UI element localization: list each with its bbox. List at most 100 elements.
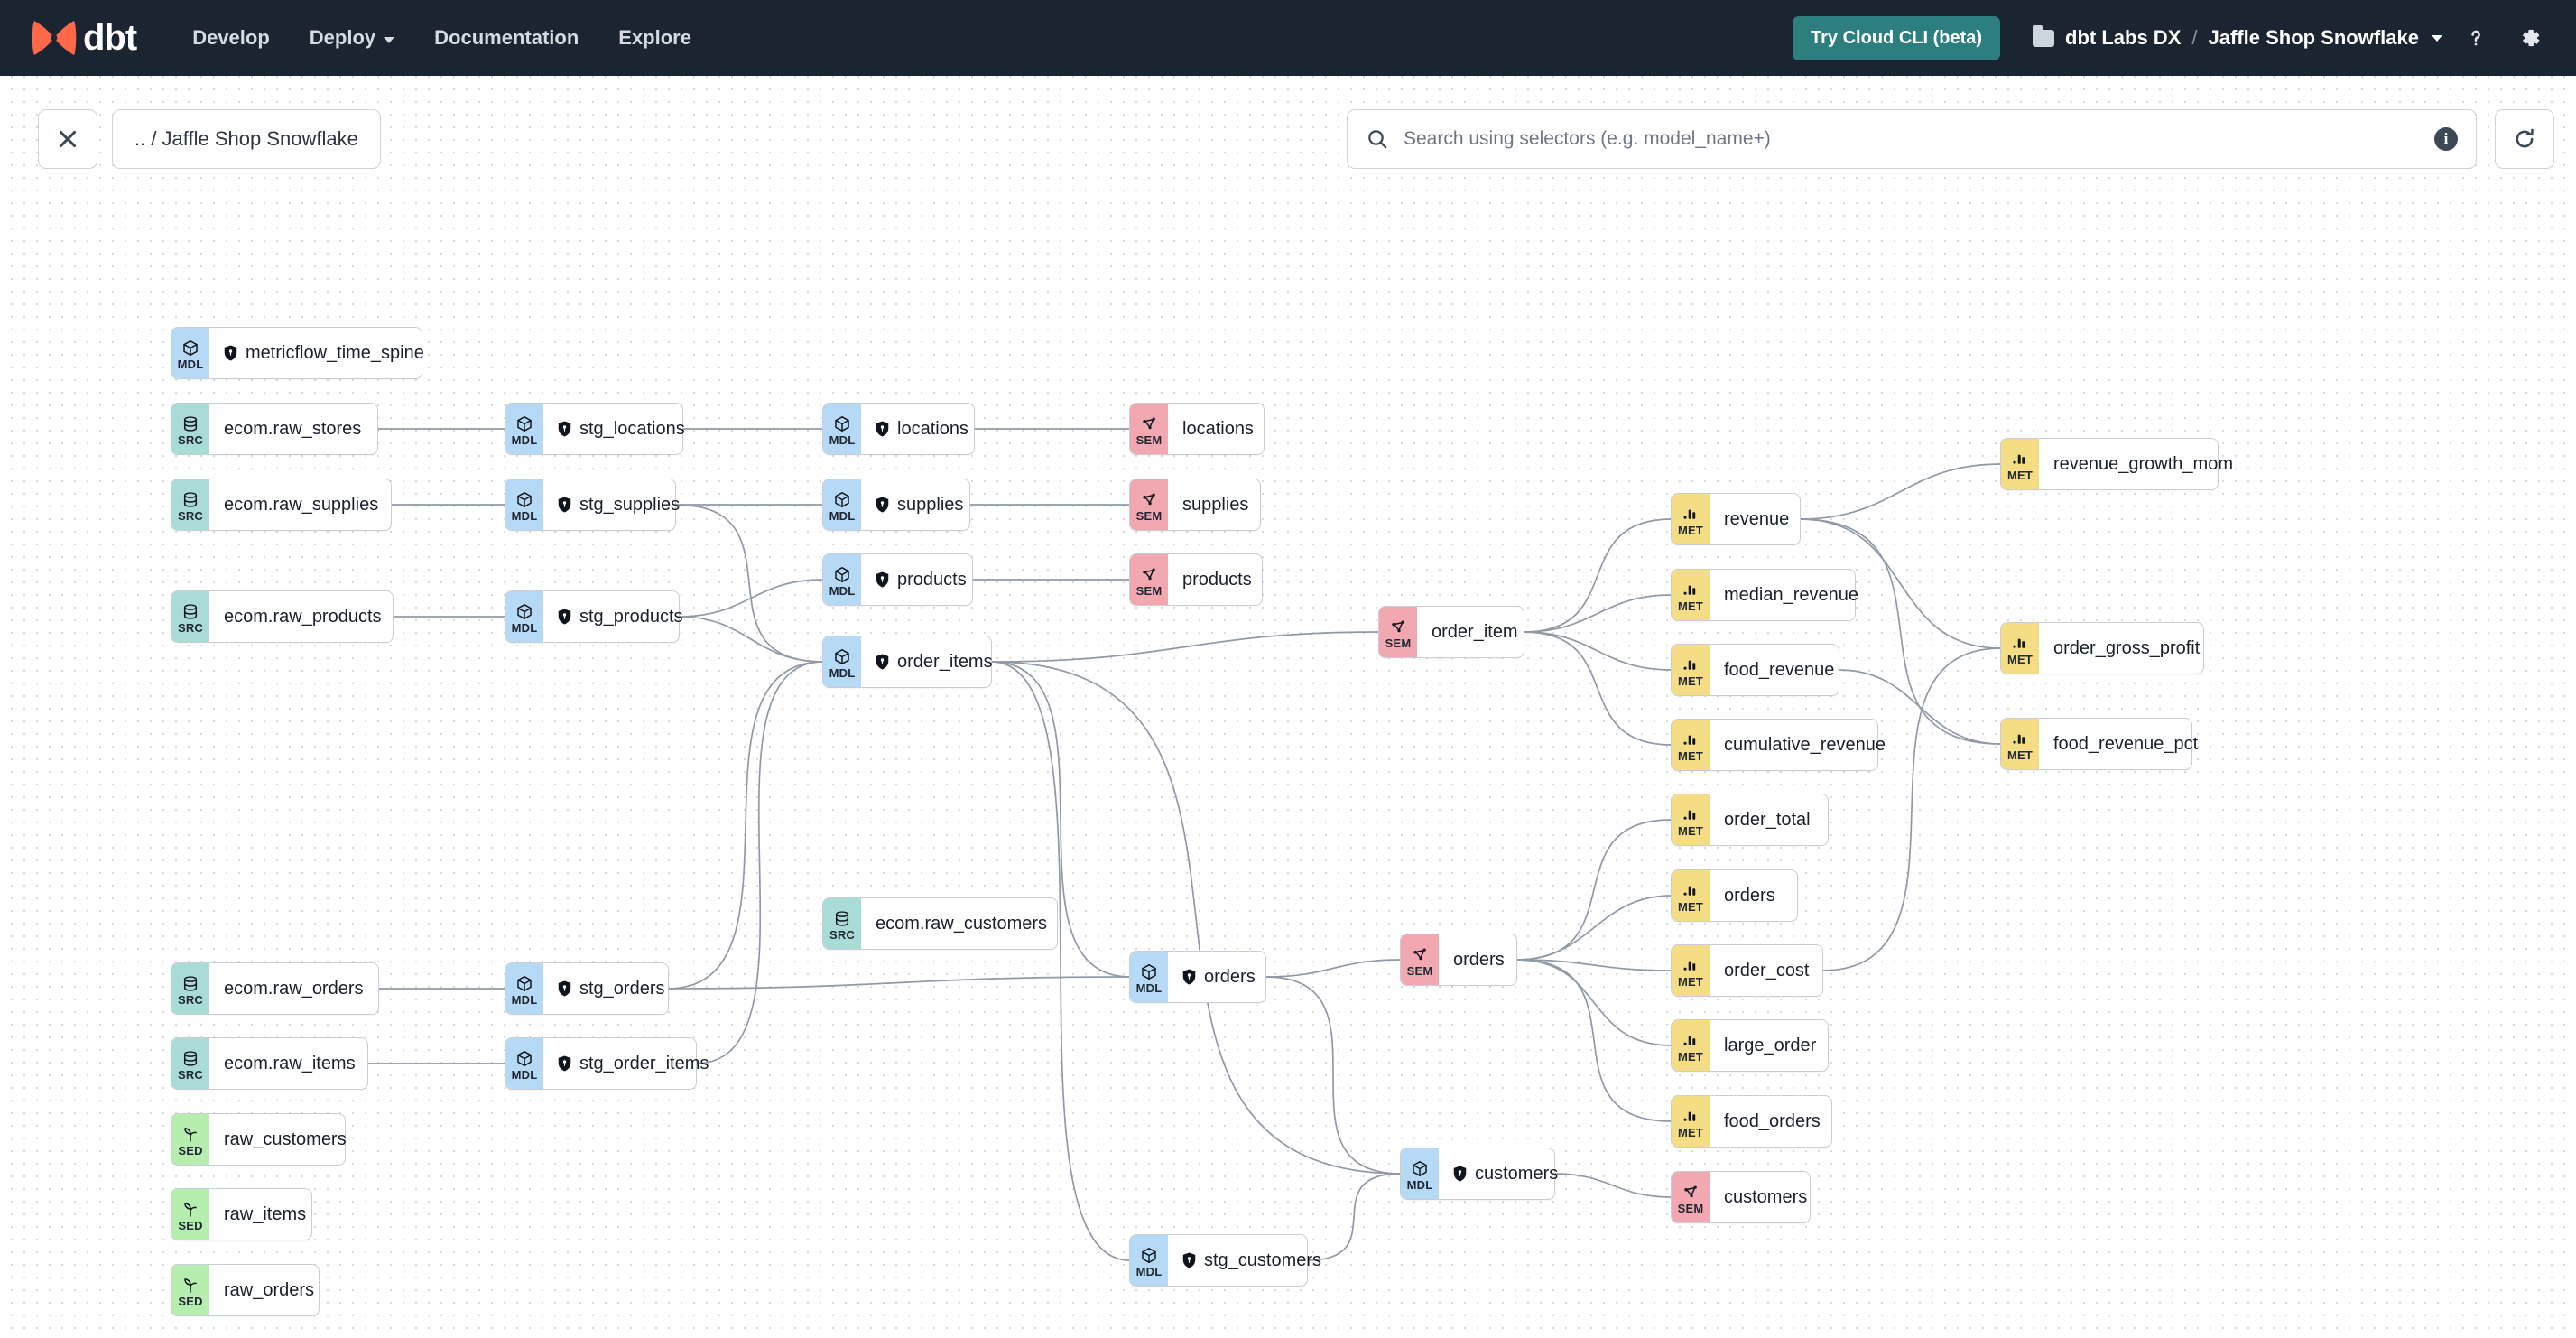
node-type-label: MET — [1677, 1049, 1704, 1064]
question-mark-icon — [2471, 30, 2480, 46]
refresh-button[interactable] — [2495, 109, 2554, 169]
node-type-label: MET — [2006, 652, 2034, 666]
breadcrumb[interactable]: .. / Jaffle Shop Snowflake — [112, 109, 381, 169]
node-type-label: MET — [1677, 1125, 1704, 1139]
bar-chart-icon — [1681, 1031, 1700, 1050]
node-type-label: MET — [1677, 823, 1704, 838]
node-type-label: MET — [1677, 974, 1704, 989]
node-type-label: MDL — [511, 992, 538, 1007]
node-label-wrap: products — [1168, 554, 1268, 605]
top-navigation-bar: dbt Develop Deploy Documentation Explore… — [0, 0, 2576, 76]
search-input[interactable] — [1402, 127, 2434, 151]
cube-icon — [1139, 962, 1159, 981]
graph-node-order_total[interactable]: MET order_total — [1672, 794, 1828, 845]
dbt-logo[interactable]: dbt — [31, 0, 137, 76]
node-label: orders — [1724, 885, 1775, 906]
graph-node-order_cost[interactable]: MET order_cost — [1672, 945, 1822, 996]
edge-revenue-to-revenue_growth_mom — [1799, 463, 2002, 520]
node-label-wrap: stg_orders — [543, 963, 681, 1014]
node-label: order_cost — [1724, 960, 1810, 980]
nav-documentation[interactable]: Documentation — [414, 0, 598, 76]
node-type-badge-met: MET — [1672, 645, 1710, 695]
node-label: customers — [1724, 1186, 1808, 1207]
settings-button[interactable] — [2509, 17, 2551, 59]
try-cloud-cli-button[interactable]: Try Cloud CLI (beta) — [1793, 15, 2001, 60]
node-type-label: MET — [1677, 748, 1704, 763]
edge-revenue-to-food_revenue_pct — [1799, 518, 2002, 745]
cube-icon — [832, 647, 852, 666]
edge-order_items-to-customers_mdl — [990, 661, 1402, 1175]
node-label-wrap: stg_customers — [1168, 1235, 1338, 1286]
cube-icon — [832, 414, 852, 433]
nav-explore[interactable]: Explore — [598, 0, 711, 76]
node-label: stg_customers — [1204, 1250, 1322, 1270]
node-type-label: MET — [2006, 468, 2034, 482]
node-label-wrap: large_order — [1710, 1020, 1832, 1071]
node-label-wrap: food_orders — [1710, 1096, 1837, 1147]
shield-icon — [224, 345, 237, 361]
node-label-wrap: stg_products — [543, 591, 700, 642]
shield-icon — [558, 609, 571, 625]
search-info-icon[interactable]: i — [2434, 127, 2458, 151]
nav-develop[interactable]: Develop — [172, 0, 290, 76]
edge-stg_orders-to-orders_mdl — [667, 976, 1131, 990]
bar-chart-icon — [1681, 581, 1700, 599]
close-lineage-button[interactable] — [38, 109, 97, 169]
chevron-down-icon — [384, 36, 395, 43]
graph-node-median_revenue[interactable]: MET median_revenue — [1672, 570, 1858, 620]
shield-icon — [876, 497, 889, 513]
help-button[interactable] — [2455, 17, 2497, 59]
search-bar[interactable]: i — [1347, 109, 2477, 169]
node-label-wrap: raw_orders — [209, 1265, 330, 1315]
node-type-badge-mdl: MDL — [823, 636, 861, 687]
project-breadcrumb[interactable]: dbt Labs DX / Jaffle Shop Snowflake — [2033, 24, 2442, 50]
node-label-wrap: order_total — [1710, 794, 1827, 845]
node-type-label: MET — [1677, 599, 1704, 613]
edge-order_items-to-orders_mdl — [990, 661, 1131, 978]
node-type-badge-src: SRC — [823, 898, 861, 949]
nav-deploy[interactable]: Deploy — [290, 0, 414, 76]
seedling-icon — [181, 1276, 200, 1295]
node-label: median_revenue — [1724, 584, 1858, 605]
cube-icon — [514, 414, 534, 433]
edge-orders_sem-to-order_total — [1515, 819, 1673, 961]
